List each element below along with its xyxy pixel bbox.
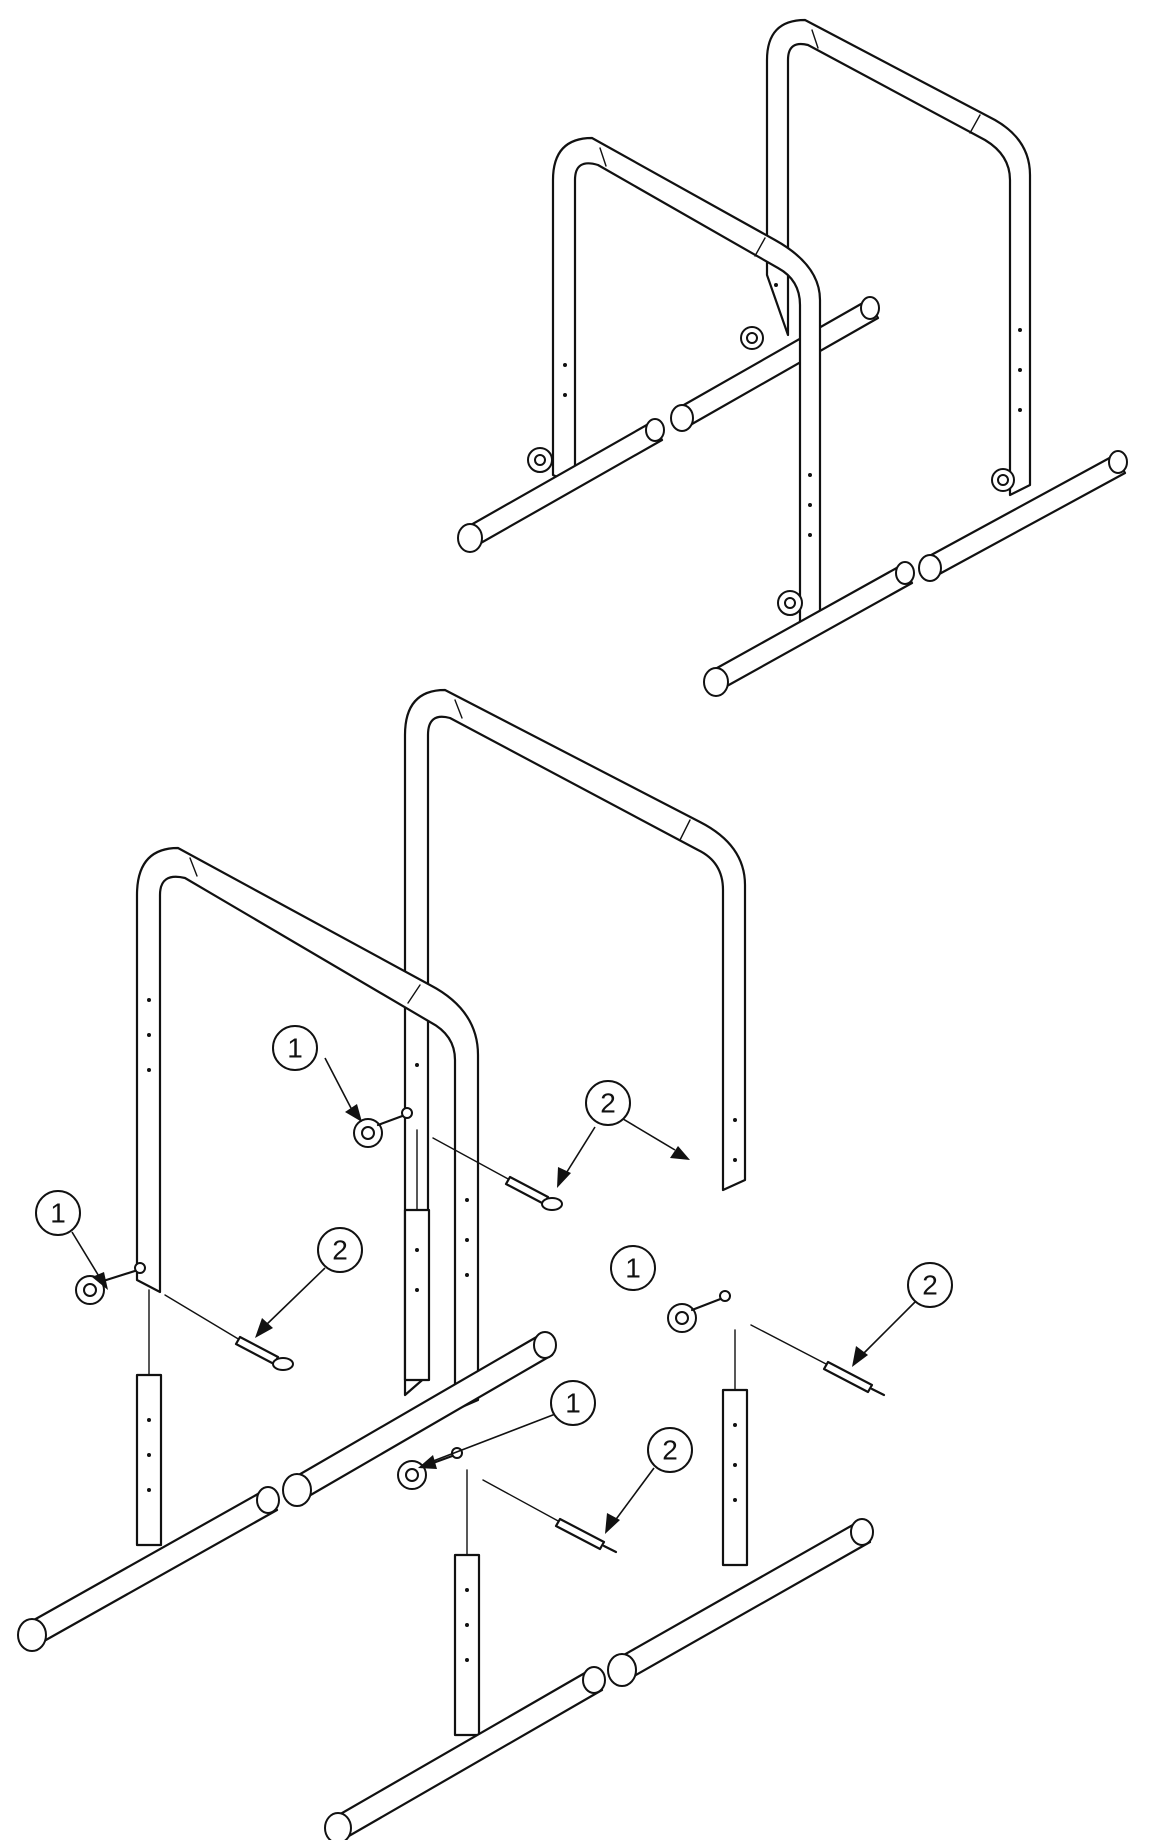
pin-rear-right [750, 1324, 886, 1397]
pin-front-right [482, 1479, 618, 1554]
exploded-rear-frame [403, 688, 747, 1397]
assembled-front-frame [551, 136, 822, 627]
callout-1-front-left: 1 [35, 1190, 81, 1236]
svg-text:2: 2 [662, 1435, 678, 1466]
pin-rear-left [432, 1137, 563, 1211]
assembled-rear-frame [765, 18, 1032, 497]
exploded-view: 1 2 1 2 1 2 1 [17, 688, 953, 1840]
assembled-rear-base [670, 296, 1128, 582]
exploded-front-frame [135, 846, 480, 1412]
assembled-front-base [457, 418, 915, 697]
svg-text:1: 1 [565, 1388, 581, 1419]
pins [164, 1137, 886, 1554]
svg-text:2: 2 [600, 1088, 616, 1119]
svg-text:1: 1 [287, 1033, 303, 1064]
svg-text:1: 1 [50, 1198, 66, 1229]
alignment-lines [148, 1129, 736, 1556]
callout-1-front-right: 1 [550, 1380, 596, 1426]
svg-text:2: 2 [332, 1235, 348, 1266]
exploded-base-sections [17, 1208, 874, 1840]
knob-bolt-rear-left [353, 1107, 413, 1148]
callout-leaders [71, 1057, 916, 1534]
callout-2-front-left: 2 [317, 1227, 363, 1273]
pin-front-left [164, 1294, 294, 1371]
callout-2-rear-left: 2 [585, 1080, 631, 1126]
svg-text:2: 2 [922, 1270, 938, 1301]
callout-1-rear-right: 1 [610, 1245, 656, 1291]
knob-bolt-front-left [75, 1262, 146, 1305]
knob-bolt-rear-right [667, 1290, 731, 1333]
callout-2-front-right: 2 [647, 1427, 693, 1473]
callout-2-rear-right: 2 [907, 1262, 953, 1308]
callouts: 1 2 1 2 1 2 1 [35, 1025, 953, 1473]
callout-1-rear-left: 1 [272, 1025, 318, 1071]
assembled-view [457, 18, 1128, 697]
svg-text:1: 1 [625, 1253, 641, 1284]
